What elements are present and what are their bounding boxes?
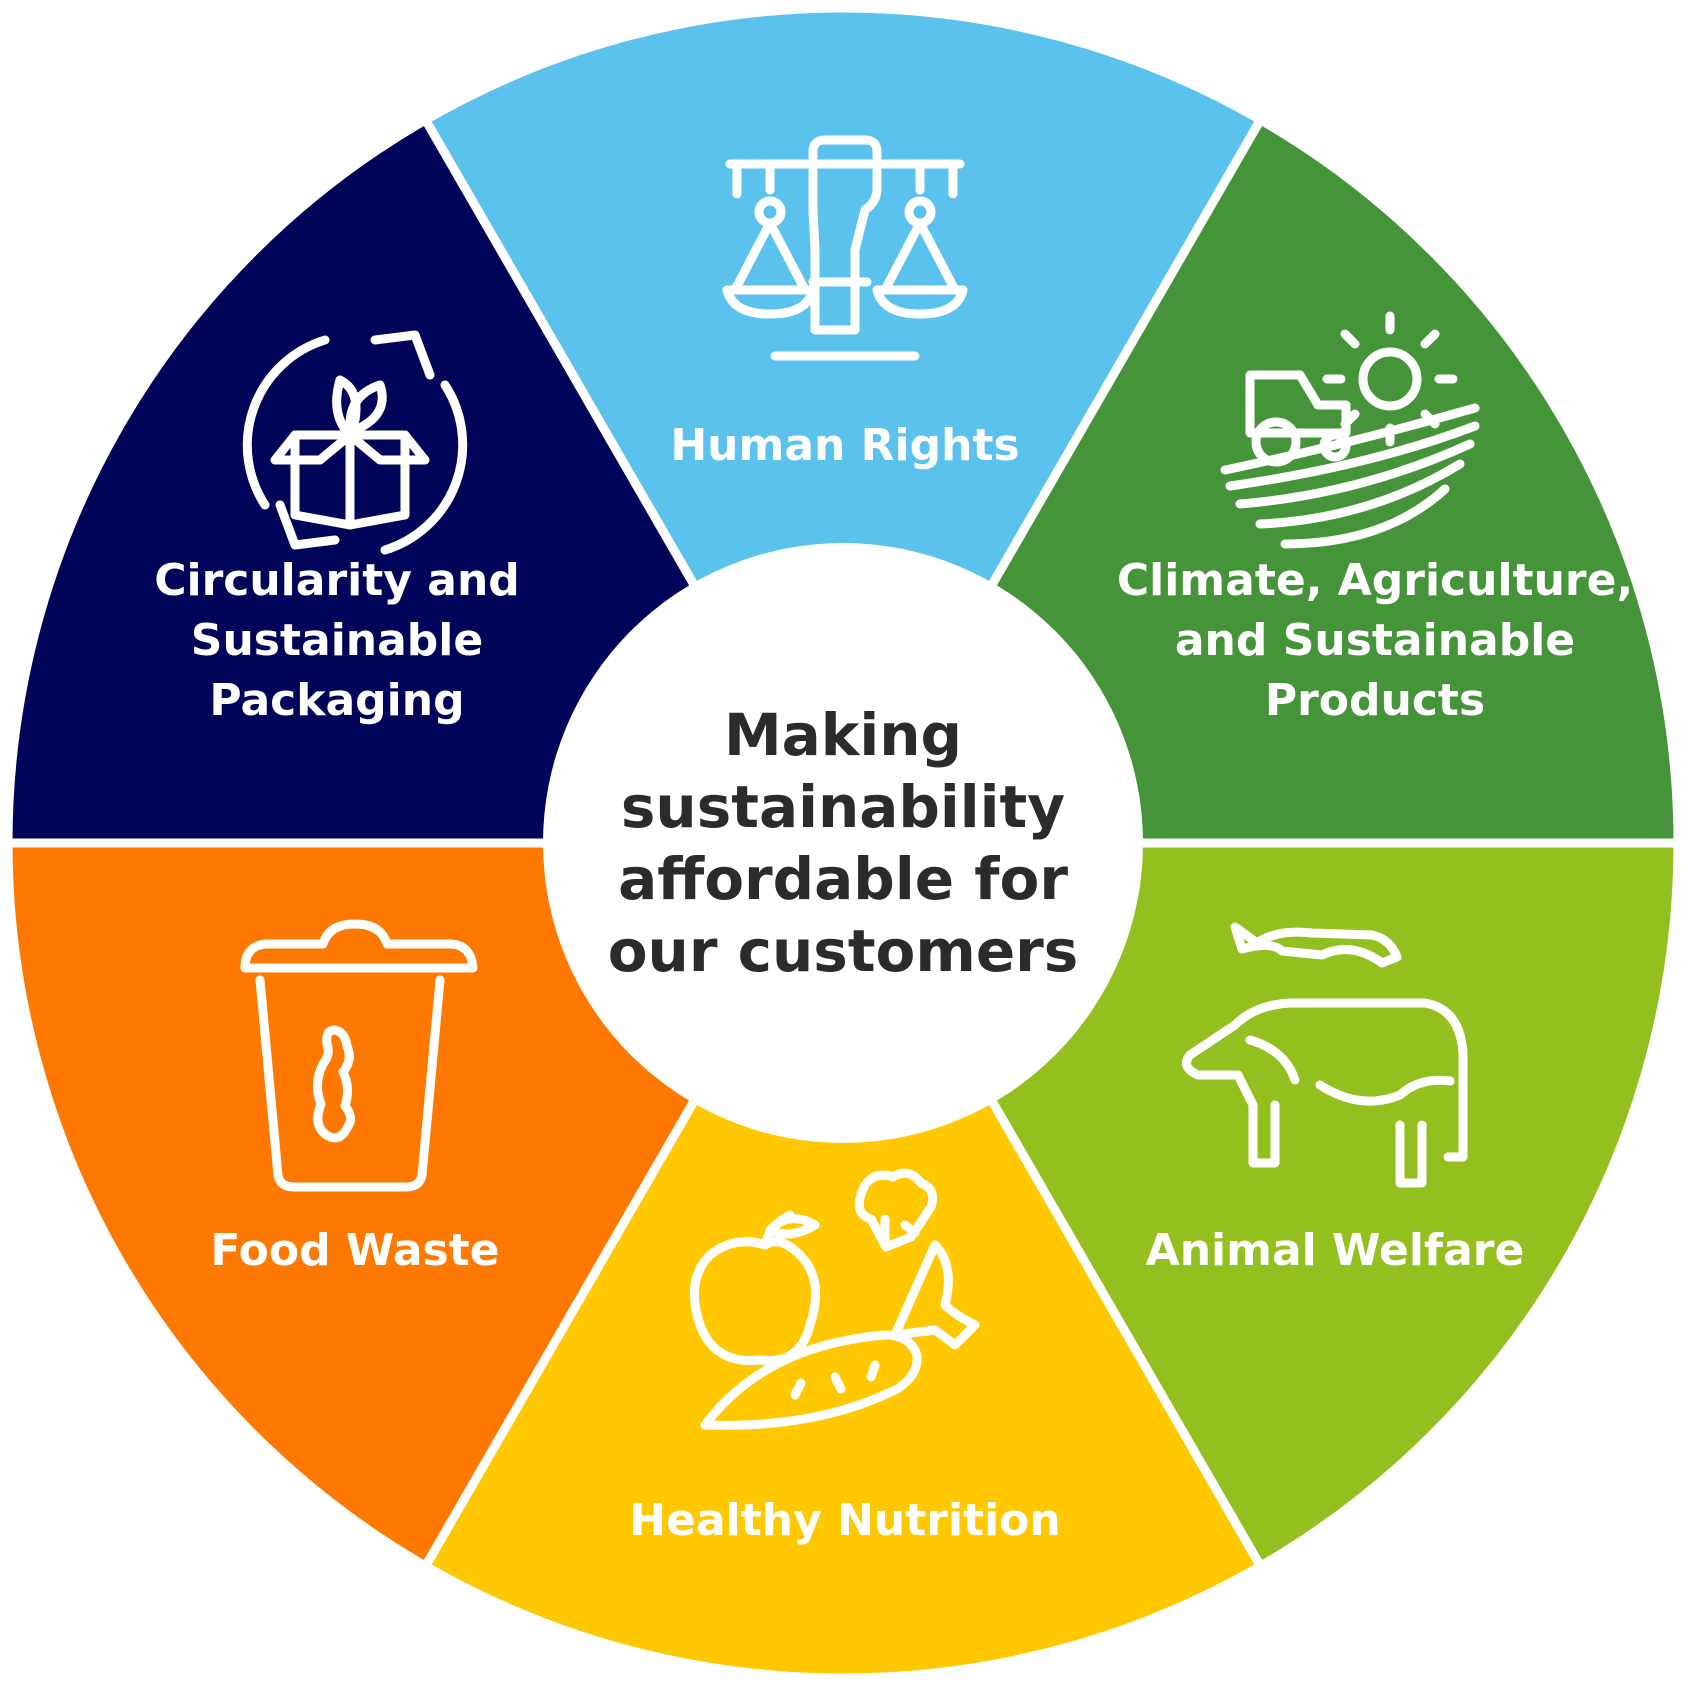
- segment-label-line: Human Rights: [670, 420, 1019, 471]
- segment-label-line: Climate, Agriculture,: [1117, 555, 1633, 606]
- scales-hand-icon: [722, 135, 968, 361]
- tractor-field-sun-icon: [1220, 311, 1480, 549]
- center-title-line: Making: [724, 701, 962, 769]
- center-title-line: affordable for: [618, 845, 1068, 913]
- segment-label-line: Healthy Nutrition: [629, 1495, 1060, 1546]
- fruit-vegetables-icon: [689, 1168, 980, 1430]
- segment-label-food-waste: Food Waste: [210, 1225, 499, 1276]
- segment-label-line: Sustainable: [191, 615, 483, 666]
- center-circle: [543, 543, 1143, 1143]
- segment-label-human-rights: Human Rights: [670, 420, 1019, 471]
- center-title-line: our customers: [608, 917, 1079, 985]
- segment-label-line: Food Waste: [210, 1225, 499, 1276]
- recycle-box-icon: [242, 330, 468, 555]
- segment-label-healthy-nutrition: Healthy Nutrition: [629, 1495, 1060, 1546]
- segment-label-animal-welfare: Animal Welfare: [1146, 1225, 1525, 1276]
- segment-human-rights: [419, 3, 1267, 852]
- segment-label-line: and Sustainable: [1175, 615, 1575, 666]
- waste-bin-apple-core-icon: [240, 919, 478, 1192]
- segment-label-line: Products: [1265, 675, 1485, 726]
- segment-label-line: Packaging: [209, 675, 464, 726]
- segment-healthy-nutrition: [419, 834, 1267, 1683]
- segment-label-line: Animal Welfare: [1146, 1225, 1525, 1276]
- segment-label-line: Circularity and: [154, 555, 520, 606]
- hand-cow-icon: [1181, 922, 1468, 1188]
- center-title-line: sustainability: [621, 773, 1065, 841]
